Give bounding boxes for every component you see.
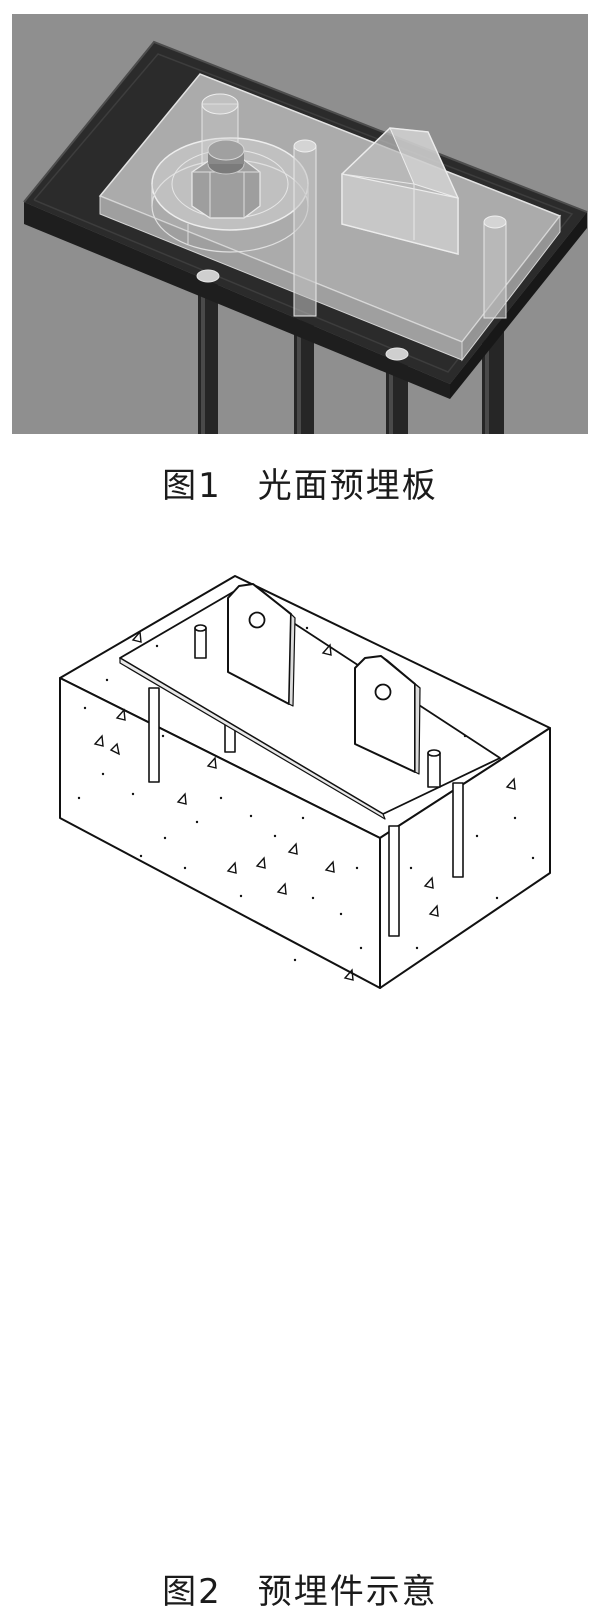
lifting-ears — [227, 583, 421, 775]
aggregate-marks — [93, 630, 516, 981]
figure-1-caption: 图1 光面预埋板 — [162, 466, 438, 506]
plate-studs — [194, 624, 441, 788]
lifting-lug — [341, 127, 459, 255]
figure-1-svg — [12, 14, 588, 434]
nut-and-washer — [151, 93, 309, 253]
figure-2-svg — [59, 575, 551, 989]
figure-1-render — [12, 14, 588, 434]
figure-2: 图2 预埋件示意 — [0, 560, 600, 1612]
figure-2-drawing — [45, 568, 565, 998]
anchor-bars — [148, 687, 464, 937]
figure-2-caption: 图2 预埋件示意 — [162, 1572, 438, 1612]
figure-1: 图1 光面预埋板 — [0, 0, 600, 506]
anchor-rods-upper — [196, 139, 507, 361]
aggregate-dots — [77, 626, 535, 962]
